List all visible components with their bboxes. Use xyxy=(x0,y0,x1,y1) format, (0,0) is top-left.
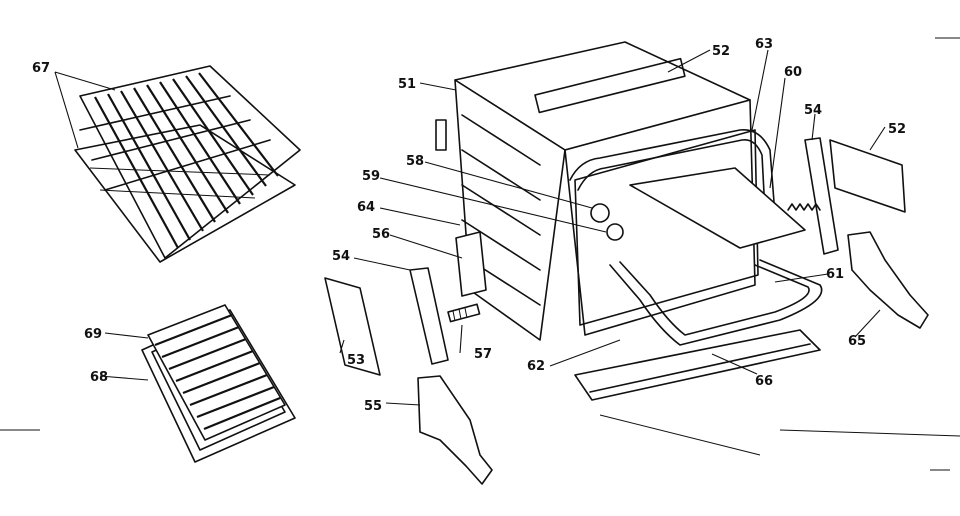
door-hinge-left xyxy=(417,375,493,485)
label-51: 51 xyxy=(398,77,416,92)
label-52-right: 52 xyxy=(888,122,906,137)
label-55: 55 xyxy=(364,399,382,414)
label-60: 60 xyxy=(784,65,802,80)
label-54-right: 54 xyxy=(804,103,822,118)
label-63: 63 xyxy=(755,37,773,52)
label-68: 68 xyxy=(90,370,108,385)
hinge-bracket-right xyxy=(804,137,839,255)
label-69: 69 xyxy=(84,327,102,342)
oven-liner xyxy=(435,41,759,341)
hinge-bracket-left xyxy=(409,267,449,365)
label-67: 67 xyxy=(32,61,50,76)
bake-element xyxy=(609,259,823,346)
oven-rack-upper xyxy=(79,65,301,259)
label-65: 65 xyxy=(848,334,866,349)
threaded-fitting xyxy=(447,303,481,323)
broiler-grid xyxy=(147,304,286,441)
door-spring xyxy=(787,203,821,211)
label-52-top: 52 xyxy=(712,44,730,59)
edge-marks xyxy=(0,37,960,471)
label-54-left: 54 xyxy=(332,249,350,264)
bottom-trim-rail xyxy=(574,329,821,401)
label-58: 58 xyxy=(406,154,424,169)
leader-lines xyxy=(54,49,886,406)
door-hinge-right xyxy=(847,231,929,329)
label-57: 57 xyxy=(474,347,492,362)
label-66: 66 xyxy=(755,374,773,389)
heat-shield-plate xyxy=(629,167,806,249)
label-62: 62 xyxy=(527,359,545,374)
oven-rack-lower xyxy=(74,124,296,263)
label-56: 56 xyxy=(372,227,390,242)
rack-support-bracket xyxy=(455,231,487,297)
label-61: 61 xyxy=(826,267,844,282)
broil-element xyxy=(569,129,776,216)
label-59: 59 xyxy=(362,169,380,184)
label-53-left: 53 xyxy=(347,353,365,368)
side-panel-right xyxy=(829,139,906,213)
oven-light-bulb xyxy=(590,203,624,241)
label-64: 64 xyxy=(357,200,375,215)
side-panel-left xyxy=(324,277,381,376)
